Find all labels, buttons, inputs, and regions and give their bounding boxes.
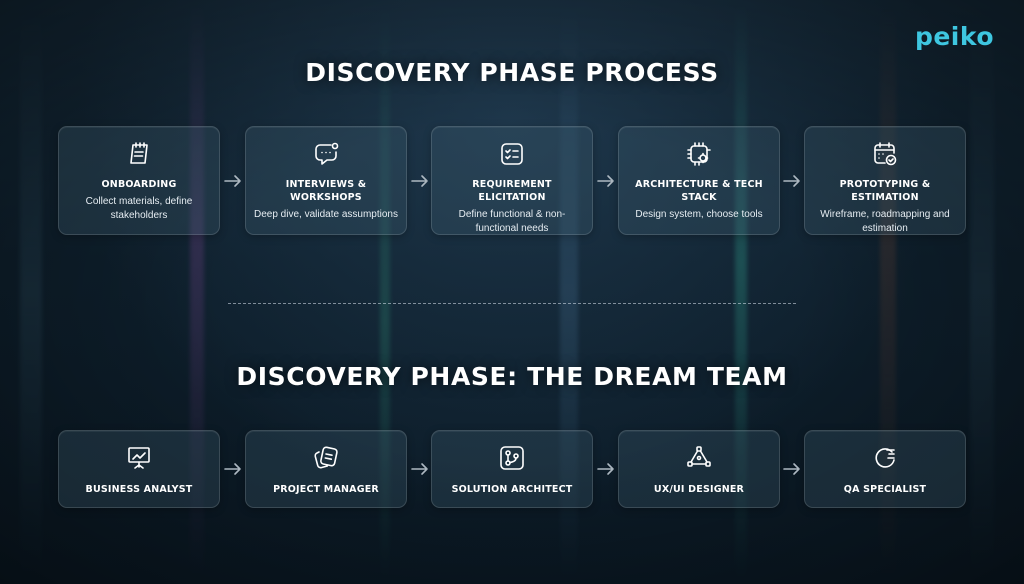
checklist-icon [497, 139, 527, 169]
role-card-business-analyst: BUSINESS ANALYST [58, 430, 220, 508]
step-title: ARCHITECTURE & TECH STACK [635, 179, 763, 203]
step-desc: Deep dive, validate assumptions [254, 209, 398, 220]
step-card-prototyping: PROTOTYPING & ESTIMATION Wireframe, road… [804, 126, 966, 235]
role-title: SOLUTION ARCHITECT [451, 484, 573, 495]
step-desc: Define functional & non-functional needs [458, 209, 566, 234]
arrow-right-icon [223, 174, 243, 188]
step-card-onboarding: ONBOARDING Collect materials, define sta… [58, 126, 220, 235]
process-steps: ONBOARDING Collect materials, define sta… [58, 126, 966, 235]
role-card-project-manager: PROJECT MANAGER [245, 430, 407, 508]
step-desc: Collect materials, define stakeholders [85, 196, 193, 221]
notebook-icon [124, 139, 154, 169]
team-title: DISCOVERY PHASE: THE DREAM TEAM [236, 362, 788, 391]
role-card-ux-ui-designer: UX/UI DESIGNER [618, 430, 780, 508]
calendar-check-icon [870, 139, 900, 169]
step-desc: Design system, choose tools [635, 209, 763, 220]
documents-icon [311, 443, 341, 473]
peiko-logo: peiko [914, 22, 994, 51]
step-title: PROTOTYPING & ESTIMATION [839, 179, 931, 203]
arrow-right-icon [410, 462, 430, 476]
step-card-architecture: ARCHITECTURE & TECH STACK Design system,… [618, 126, 780, 235]
arrow-right-icon [596, 174, 616, 188]
role-title: PROJECT MANAGER [273, 484, 379, 495]
role-title: UX/UI DESIGNER [653, 484, 745, 495]
step-card-interviews: INTERVIEWS & WORKSHOPS Deep dive, valida… [245, 126, 407, 235]
arrow-right-icon [782, 174, 802, 188]
process-title: DISCOVERY PHASE PROCESS [305, 58, 719, 87]
chat-bubble-icon [311, 139, 341, 169]
role-card-solution-architect: SOLUTION ARCHITECT [431, 430, 593, 508]
chip-gear-icon [684, 139, 714, 169]
step-title: REQUIREMENT ELICITATION [472, 179, 552, 203]
role-title: BUSINESS ANALYST [85, 484, 193, 495]
branch-icon [497, 443, 527, 473]
presentation-board-icon [124, 443, 154, 473]
step-title: ONBOARDING [101, 179, 177, 190]
arrow-right-icon [223, 462, 243, 476]
refresh-lines-icon [870, 443, 900, 473]
section-divider [228, 303, 796, 304]
step-title: INTERVIEWS & WORKSHOPS [285, 179, 367, 203]
arrow-right-icon [596, 462, 616, 476]
role-title: QA SPECIALIST [843, 484, 927, 495]
arrow-right-icon [782, 462, 802, 476]
arrow-right-icon [410, 174, 430, 188]
step-desc: Wireframe, roadmapping and estimation [820, 209, 950, 234]
vector-nodes-icon [684, 443, 714, 473]
team-roles: BUSINESS ANALYST PROJECT MANAGER SOLUTIO… [58, 430, 966, 508]
role-card-qa-specialist: QA SPECIALIST [804, 430, 966, 508]
step-card-requirements: REQUIREMENT ELICITATION Define functiona… [431, 126, 593, 235]
